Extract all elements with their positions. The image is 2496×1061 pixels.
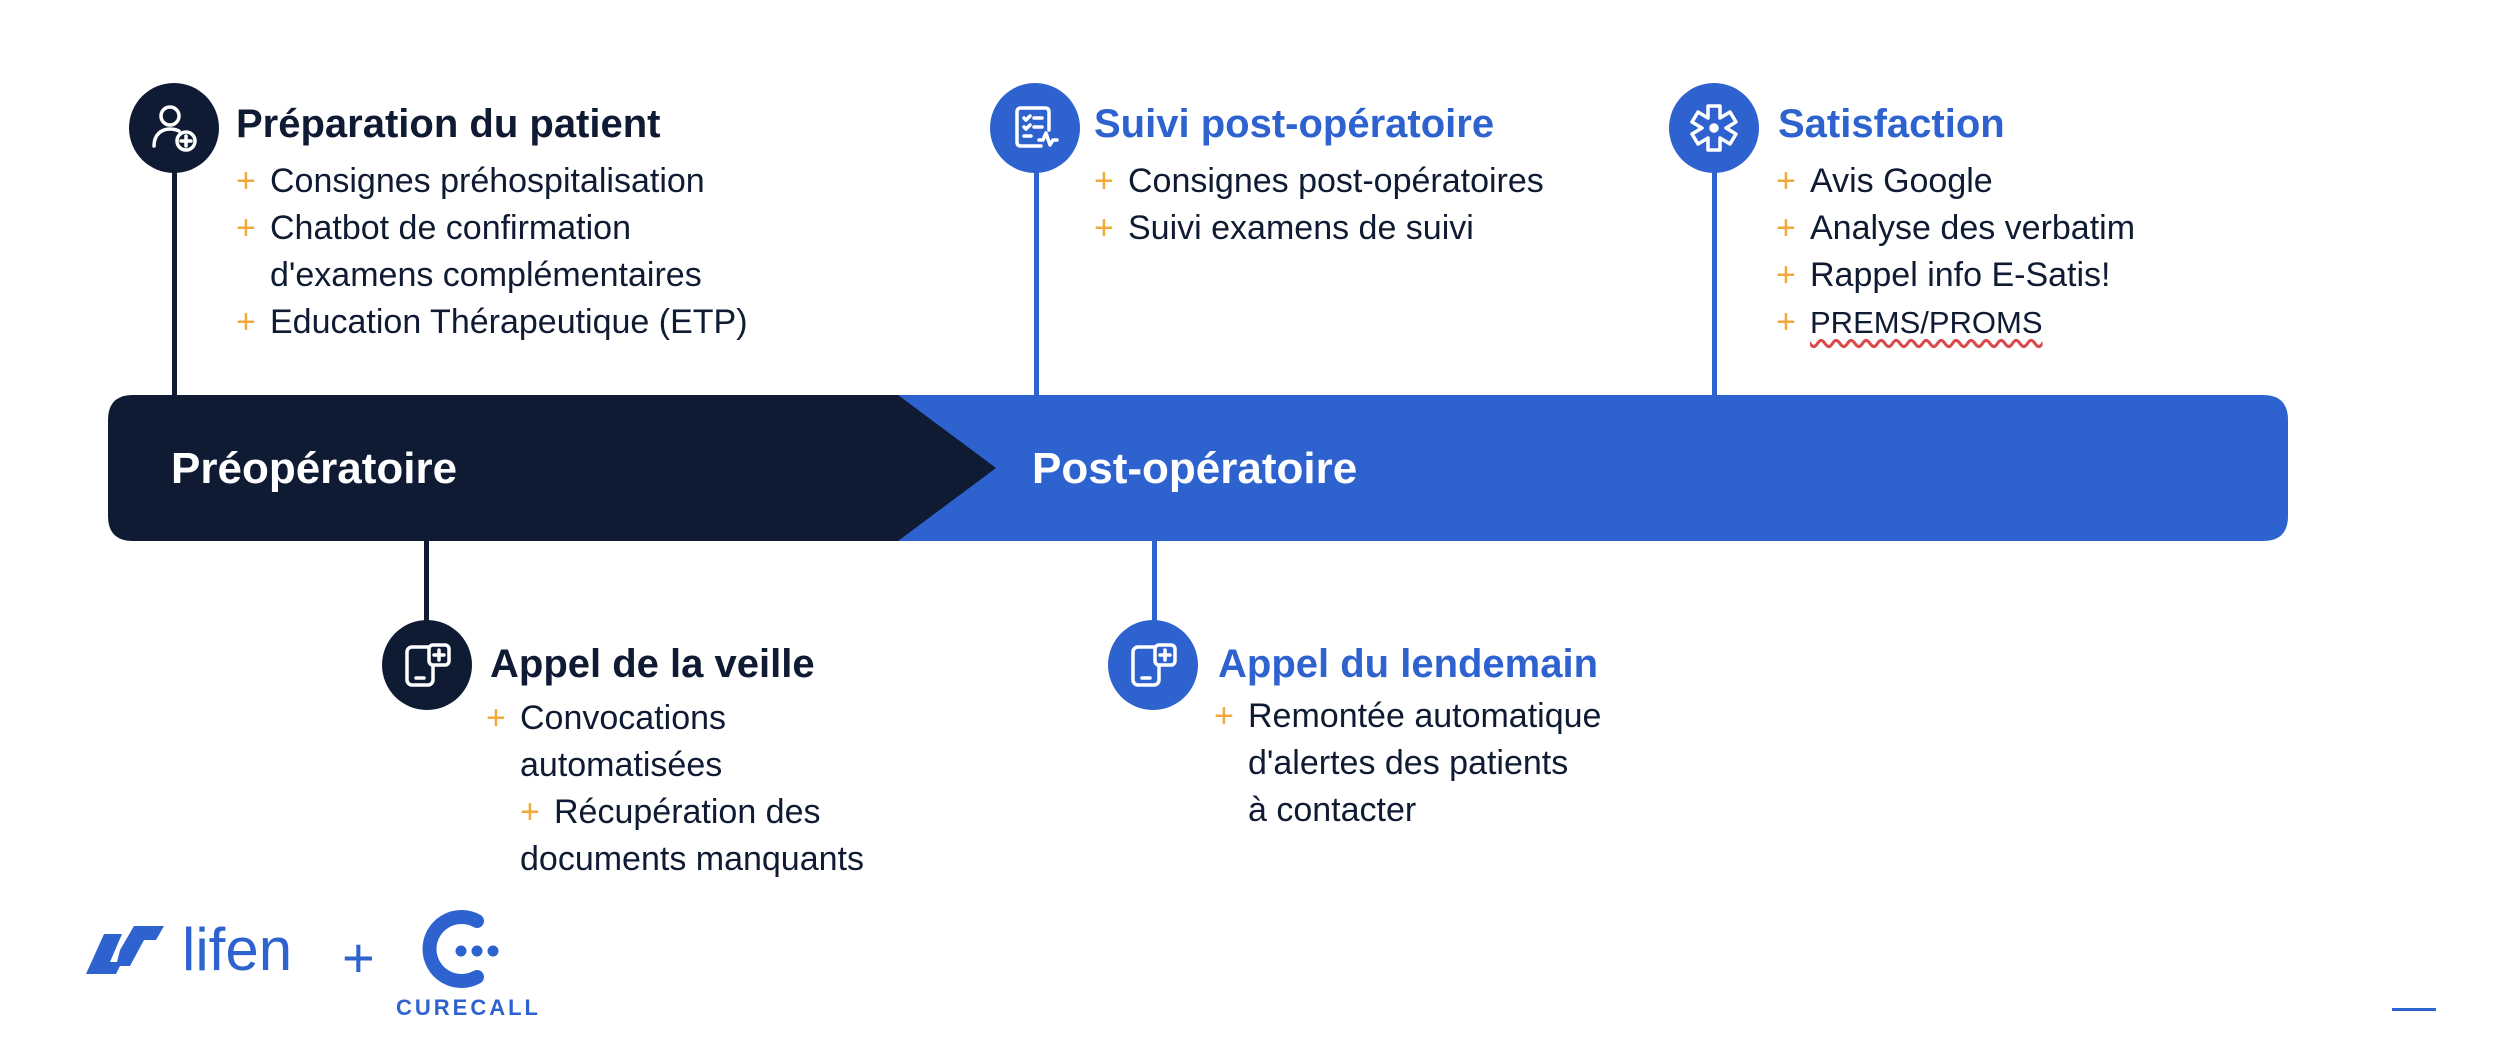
list-item: d'alertes des patients xyxy=(1248,744,1569,782)
connector-lendemain xyxy=(1152,538,1157,628)
list-item: +Convocations xyxy=(486,699,727,737)
lifen-wordmark: lifen xyxy=(182,916,293,983)
logo-plus: + xyxy=(342,926,375,989)
list-item: à contacter xyxy=(1248,791,1417,829)
list-item: automatisées xyxy=(520,746,723,784)
list-item: +Consignes post-opératoires xyxy=(1094,162,1544,200)
list-item: +Récupération des xyxy=(520,793,821,831)
list-item: +Remontée automatique xyxy=(1214,697,1602,735)
list-item: +PREMS/PROMS xyxy=(1776,303,2043,341)
post-operative-label: Post-opératoire xyxy=(1032,444,1358,493)
pre-operative-segment xyxy=(108,395,996,541)
list-item: +Analyse des verbatim xyxy=(1776,209,2136,247)
preparation-title: Préparation du patient xyxy=(236,102,661,146)
satisfaction-list: +Avis Google +Analyse des verbatim +Rapp… xyxy=(1776,158,2135,346)
connector-preparation xyxy=(172,170,177,398)
lifen-mark-icon xyxy=(86,926,164,974)
clipboard-checklist-icon xyxy=(990,83,1080,173)
lendemain-list: +Remontée automatique d'alertes des pati… xyxy=(1214,693,1601,834)
list-item: +Chatbot de confirmation xyxy=(236,209,631,247)
phone-plus-icon xyxy=(1108,620,1198,710)
preparation-list: +Consignes préhospitalisation +Chatbot d… xyxy=(236,158,748,346)
list-item: +Consignes préhospitalisation xyxy=(236,162,705,200)
curecall-logo: CURECALL xyxy=(396,905,541,1021)
veille-list: +Convocations automatisées +Récupération… xyxy=(486,695,864,883)
curecall-mark-icon xyxy=(422,910,499,988)
lifen-logo: lifen xyxy=(82,920,292,980)
suivi-list: +Consignes post-opératoires +Suivi exame… xyxy=(1094,158,1544,252)
curecall-wordmark: CURECALL xyxy=(396,995,541,1020)
pre-operative-label: Préopératoire xyxy=(171,444,458,493)
list-item: documents manquants xyxy=(520,840,864,878)
veille-title: Appel de la veille xyxy=(490,642,815,686)
list-item: +Suivi examens de suivi xyxy=(1094,209,1474,247)
list-item: +Rappel info E-Satis! xyxy=(1776,256,2111,294)
user-plus-icon xyxy=(129,83,219,173)
phone-plus-icon xyxy=(382,620,472,710)
list-item: d'examens complémentaires xyxy=(270,256,702,294)
post-operative-segment xyxy=(878,395,2288,541)
suivi-title: Suivi post-opératoire xyxy=(1094,102,1495,146)
connector-satisfaction xyxy=(1712,170,1717,398)
slide-marker xyxy=(2392,1008,2436,1011)
list-item: +Avis Google xyxy=(1776,162,1993,200)
star-badge-icon xyxy=(1669,83,1759,173)
list-item: +Education Thérapeutique (ETP) xyxy=(236,303,748,341)
connector-veille xyxy=(424,538,429,628)
connector-suivi xyxy=(1034,170,1039,398)
timeline-bar xyxy=(108,395,2288,541)
satisfaction-title: Satisfaction xyxy=(1778,102,2005,146)
lendemain-title: Appel du lendemain xyxy=(1218,642,1599,686)
